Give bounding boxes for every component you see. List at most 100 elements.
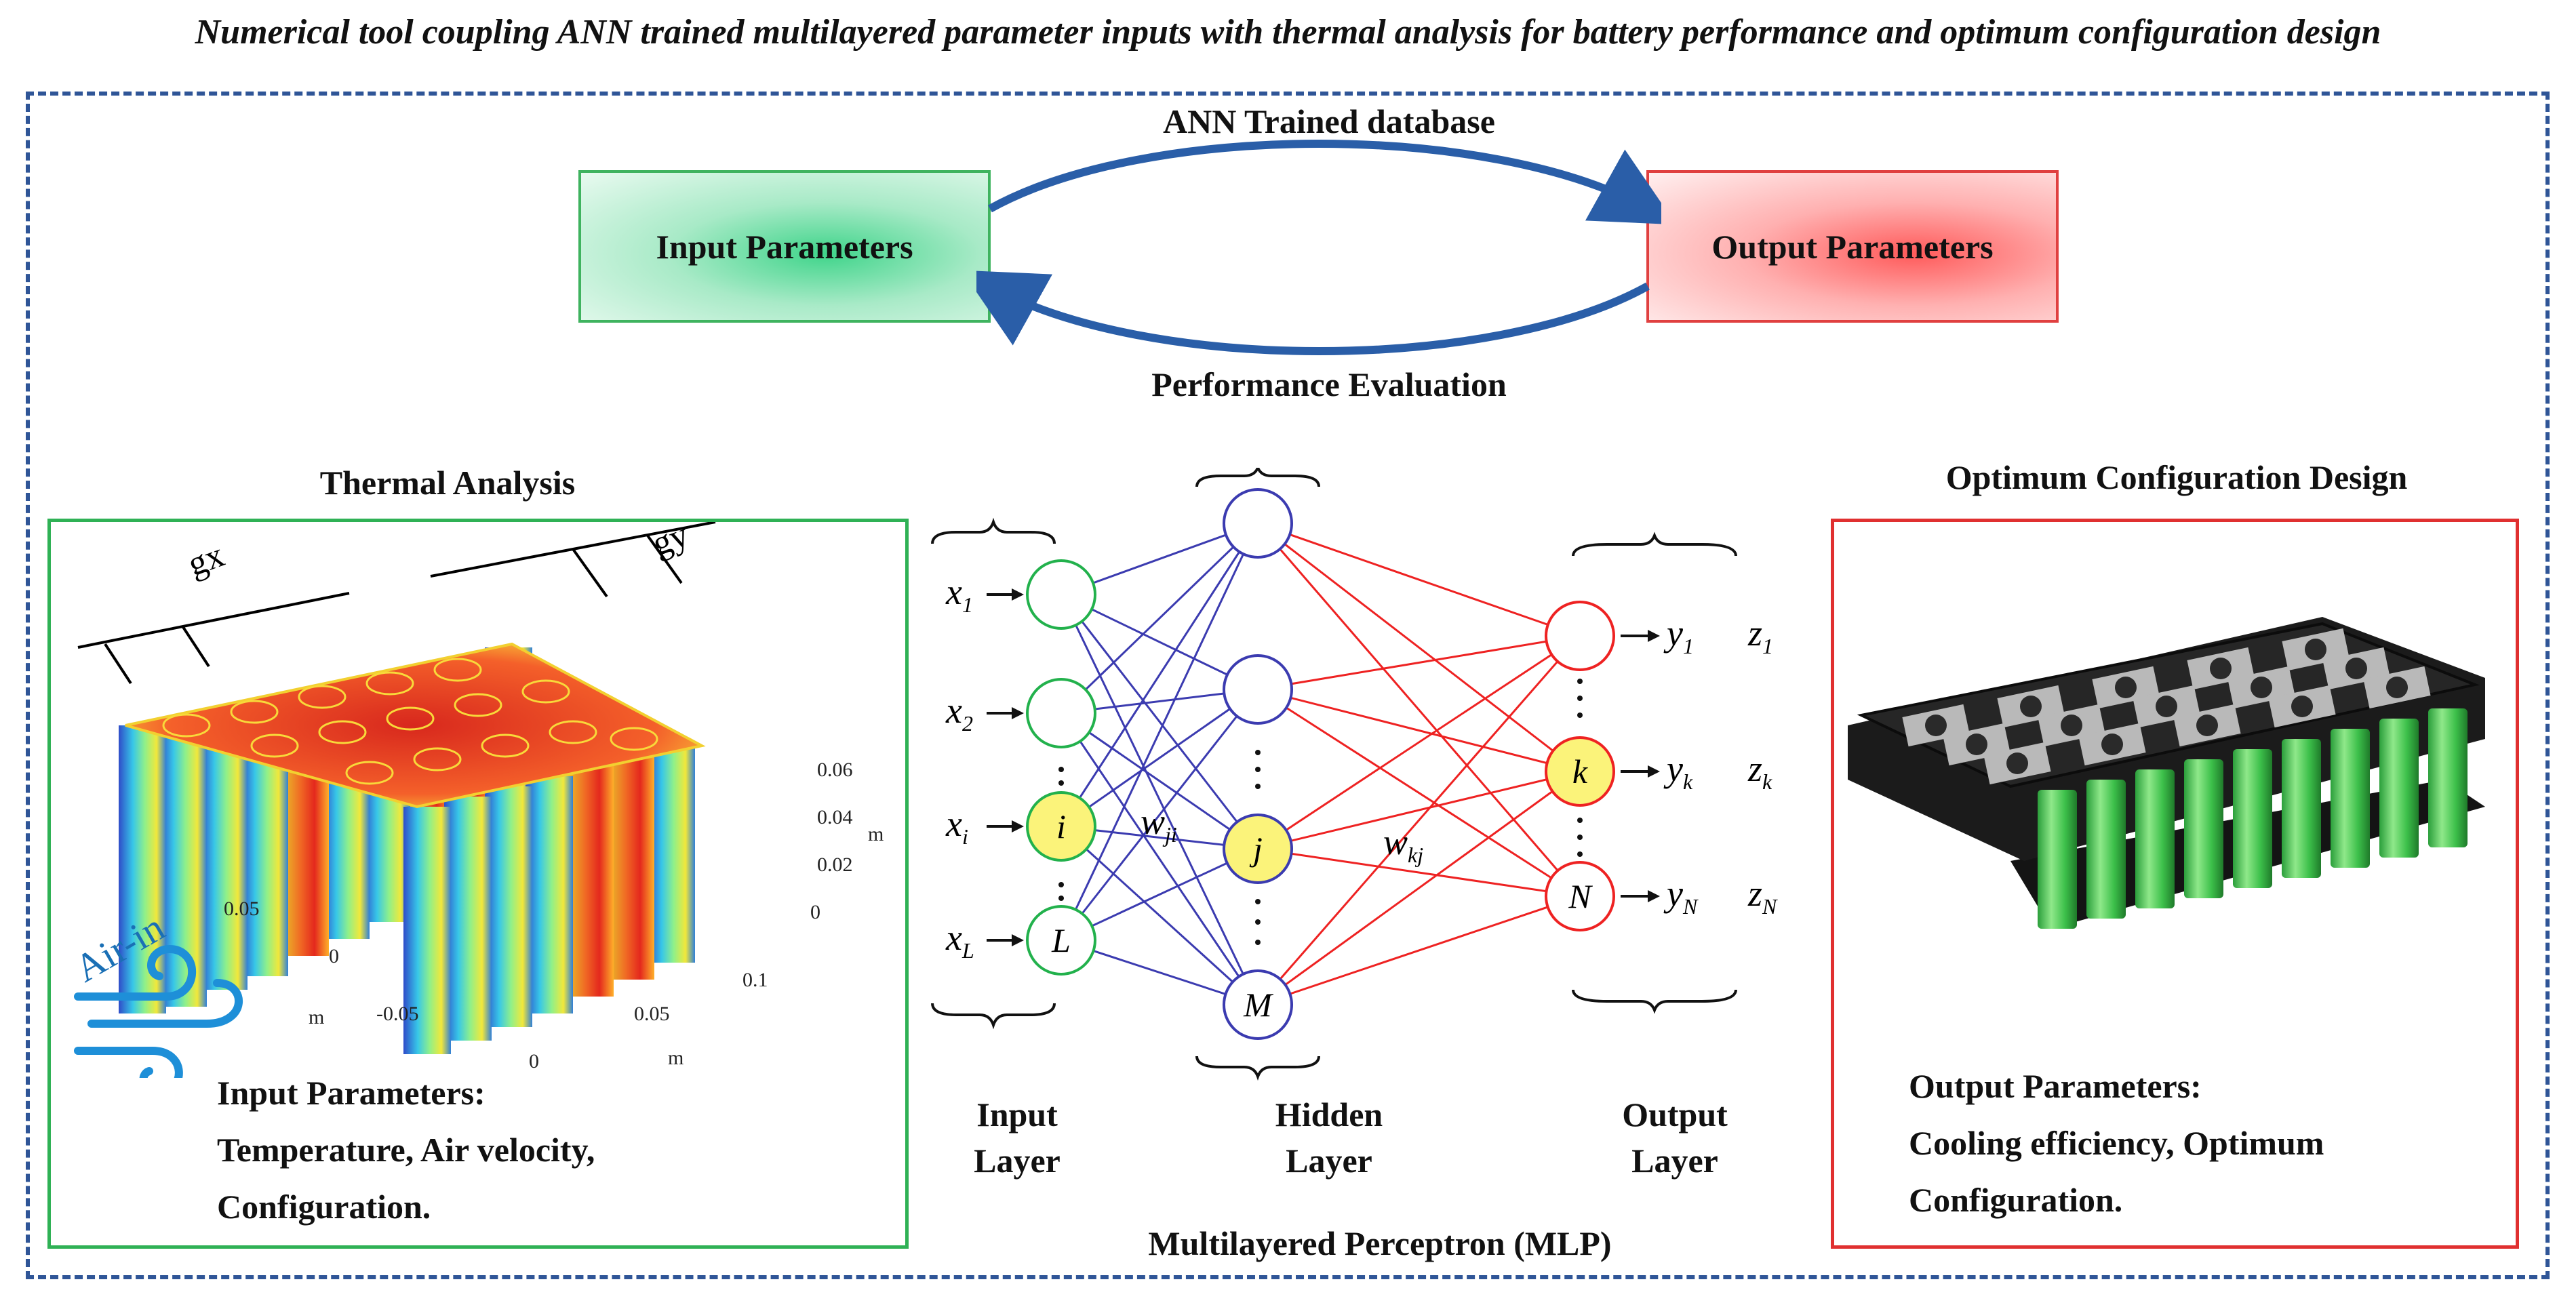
- ellipsis-dot: [1577, 851, 1583, 857]
- nickel-strip-hole: [2345, 658, 2367, 679]
- ellipsis-dot: [1058, 780, 1064, 786]
- cell-top-rings: [162, 658, 658, 785]
- ann-loop-arrows: [976, 140, 1661, 355]
- output-z-label-3: zN: [1747, 873, 1778, 919]
- z-tick-2: 0.02: [817, 854, 853, 876]
- mlp-edges: [1060, 522, 1581, 1006]
- x-tick-2: -0.05: [376, 1003, 419, 1025]
- edge-hidden-output: [1257, 635, 1581, 691]
- hidden-node-1: [1223, 488, 1293, 559]
- input-x-label-1: x1: [945, 571, 973, 617]
- ellipsis-dot: [1255, 899, 1261, 904]
- input-arrow-1-head: [1012, 588, 1024, 601]
- input-node-1: [1026, 559, 1096, 630]
- ellipsis-dot: [1255, 750, 1261, 755]
- edge-input-hidden: [1061, 847, 1259, 942]
- z-unit: m: [868, 823, 884, 845]
- input-arrow-3-head: [1012, 820, 1024, 832]
- nickel-strip-hole: [2115, 677, 2137, 698]
- ellipsis-dot: [1577, 835, 1583, 840]
- ellipsis-dot: [1058, 882, 1064, 887]
- output-node-3: [1545, 861, 1615, 931]
- output-node-1: [1545, 601, 1615, 671]
- ellipsis-dot: [1058, 767, 1064, 772]
- dashed-frame: [26, 92, 2550, 1279]
- edge-input-hidden: [1060, 689, 1259, 941]
- input-arrow-2-head: [1012, 707, 1024, 719]
- input-x-label-2: x2: [945, 690, 973, 736]
- z-tick-3: 0: [810, 901, 820, 923]
- pack-cell: [2086, 780, 2126, 919]
- pack-cell: [2282, 739, 2321, 878]
- hidden-layer-label: Hidden Layer: [1254, 1091, 1404, 1184]
- input-layer-label-line2: Layer: [974, 1142, 1061, 1180]
- mlp-ellipsis-dots: [1058, 679, 1583, 945]
- y-tick-0: 0: [529, 1050, 539, 1072]
- input-parameters-box: Input Parameters: [578, 170, 991, 323]
- weight-kj-label: wkj: [1383, 822, 1423, 867]
- edge-hidden-output: [1257, 635, 1581, 850]
- edge-input-hidden: [1060, 523, 1259, 941]
- thermal-analysis-panel: gx gy 0.06 0.04 0.02 0 m 0.05 0 -0.05 m …: [47, 519, 909, 1249]
- output-y-label-1: y1: [1663, 613, 1694, 658]
- ellipsis-dot: [1255, 919, 1261, 925]
- pack-nickel-strips: [1902, 628, 2431, 785]
- edge-hidden-output: [1257, 847, 1581, 898]
- ellipsis-dot: [1577, 679, 1583, 684]
- hidden-layer-label-line1: Hidden: [1275, 1096, 1383, 1133]
- nickel-strip-hole: [2020, 696, 2042, 717]
- output-z-label-1: z1: [1747, 613, 1773, 658]
- edge-input-hidden: [1061, 688, 1259, 828]
- input-node-4-label: L: [1051, 921, 1071, 959]
- loop-arrow-top: [988, 140, 1661, 225]
- input-layer-label-line1: Input: [976, 1096, 1058, 1133]
- edge-hidden-output: [1257, 770, 1581, 850]
- input-arrow-4-head: [1012, 934, 1024, 946]
- output-y-label-3: yN: [1663, 873, 1699, 919]
- input-layer-label: Input Layer: [963, 1091, 1071, 1184]
- battery-thermal-plot: gx gy 0.06 0.04 0.02 0 m 0.05 0 -0.05 m …: [67, 522, 884, 1078]
- edge-hidden-output: [1257, 895, 1581, 1006]
- output-node-3-label: N: [1568, 877, 1593, 915]
- battery-pack-image: [1848, 617, 2485, 929]
- ellipsis-dot: [1255, 940, 1261, 945]
- pack-cells: [2038, 708, 2468, 929]
- nickel-strip-hole: [2061, 715, 2082, 736]
- hidden-node-2: [1223, 654, 1293, 725]
- output-layer-label-line2: Layer: [1631, 1142, 1718, 1180]
- input-node-3: [1026, 791, 1096, 862]
- dimension-lines: [77, 522, 716, 685]
- y-tick-2: 0.1: [742, 969, 768, 991]
- output-layer-label-line1: Output: [1622, 1096, 1728, 1133]
- loop-arrow-bottom: [976, 270, 1650, 355]
- nickel-strip-hole: [2006, 752, 2028, 774]
- ellipsis-dot: [1255, 784, 1261, 789]
- ann-trained-database-label: ANN Trained database: [1163, 102, 1495, 140]
- x-unit: m: [309, 1006, 324, 1028]
- nickel-strip-hole: [2305, 639, 2326, 660]
- air-flow-icon: [74, 944, 243, 1078]
- edge-input-hidden: [1060, 825, 1259, 1006]
- output-parameters-box: Output Parameters: [1646, 170, 2059, 323]
- pack-cell: [2379, 719, 2419, 858]
- z-tick-1: 0.04: [817, 806, 853, 828]
- axis-labels: 0.06 0.04 0.02 0 m 0.05 0 -0.05 m 0 0.05…: [224, 759, 884, 1072]
- nickel-strip-hole: [1925, 715, 1947, 736]
- ellipsis-dot: [1577, 818, 1583, 823]
- pack-cell: [2331, 729, 2370, 868]
- optimum-text-line1: Cooling efficiency, Optimum: [1909, 1124, 2324, 1162]
- x-tick-0: 0.05: [224, 898, 260, 920]
- edge-hidden-output: [1257, 770, 1581, 1006]
- x-tick-1: 0: [329, 945, 339, 967]
- pack-cell: [2038, 790, 2077, 929]
- thermal-analysis-heading: Thermal Analysis: [319, 464, 576, 502]
- edge-input-hidden: [1060, 594, 1259, 1005]
- input-node-2: [1026, 678, 1096, 748]
- nickel-strip-hole: [1966, 734, 1987, 755]
- layer-braces: [931, 468, 1737, 1081]
- optimum-configuration-panel: Output Parameters: Cooling efficiency, O…: [1831, 519, 2519, 1249]
- edge-input-hidden: [1061, 593, 1259, 691]
